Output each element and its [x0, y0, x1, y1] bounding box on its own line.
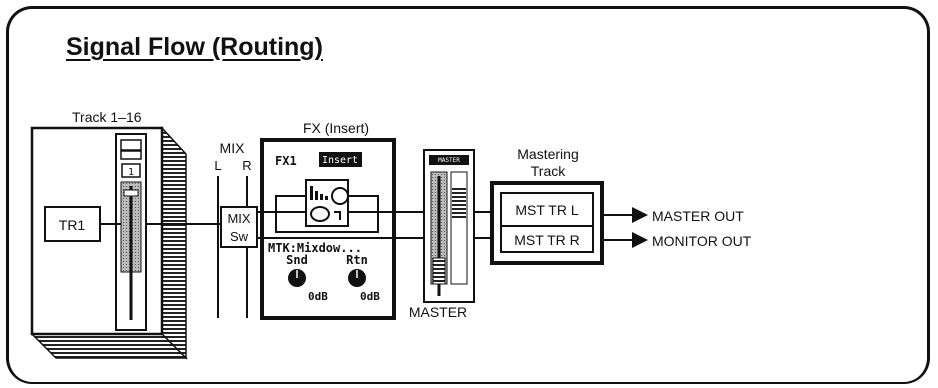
- rtn-knob[interactable]: [348, 269, 366, 287]
- mix-switch-line1: MIX: [227, 211, 250, 226]
- monitor-out-arrow-icon: [632, 232, 648, 248]
- monitor-out-label: MONITOR OUT: [652, 233, 752, 249]
- fx-slot: FX1: [275, 154, 297, 168]
- mst-tr-r: MST TR R: [514, 232, 580, 248]
- snd-value: 0dB: [308, 290, 328, 303]
- mix-right-label: R: [242, 158, 251, 173]
- channel-number: 1: [128, 167, 134, 178]
- track-channel-strip: [116, 134, 146, 330]
- mastering-label-line2: Track: [531, 163, 566, 179]
- master-fader: [424, 150, 474, 302]
- master-label: MASTER: [409, 304, 467, 320]
- fx-badge-text: Insert: [322, 155, 358, 166]
- rtn-label: Rtn: [346, 253, 368, 267]
- snd-label: Snd: [286, 253, 308, 267]
- mix-left-label: L: [214, 158, 221, 173]
- mix-label: MIX: [220, 140, 246, 156]
- track-block: [32, 128, 186, 358]
- snd-knob[interactable]: [288, 269, 306, 287]
- master-out-label: MASTER OUT: [652, 208, 744, 224]
- fx-label: FX (Insert): [303, 120, 369, 136]
- track-label: Track 1–16: [72, 109, 142, 125]
- mix-switch-line2: Sw: [230, 229, 249, 244]
- master-out-arrow-icon: [632, 207, 648, 223]
- tr1-label: TR1: [59, 217, 86, 233]
- master-fader-top-label: MASTER: [438, 157, 460, 164]
- mst-tr-l: MST TR L: [515, 202, 578, 218]
- rtn-value: 0dB: [360, 290, 380, 303]
- mastering-label-line1: Mastering: [517, 146, 578, 162]
